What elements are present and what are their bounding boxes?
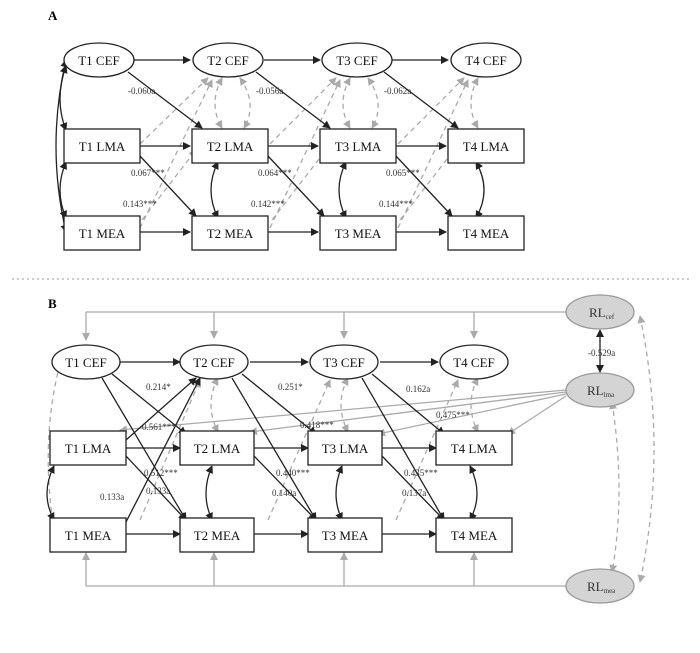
b-node-t4-lma	[435, 430, 513, 466]
panel-b-solid-paths	[46, 358, 478, 538]
a-label-t4-lma: T4 LMA	[463, 139, 510, 154]
b-coef-a: 0.214*	[146, 382, 171, 392]
panel-b-node-labels: T1 CEF T2 CEF T3 CEF T4 CEF T1 LMA T2 LM…	[65, 355, 498, 543]
a-node-t3-lma	[319, 128, 397, 164]
b-label-t3-mea: T3 MEA	[322, 528, 369, 543]
rl-correlations	[609, 315, 655, 583]
a-label-t2-mea: T2 MEA	[207, 226, 254, 241]
b-coef-c: 0.162a	[406, 384, 430, 394]
panel-a-label: A	[48, 8, 58, 23]
b-coef-l: 0.140a	[272, 488, 296, 498]
a-node-t2-mea	[191, 215, 269, 251]
panel-b: B	[46, 294, 655, 604]
a-label-t2-lma: T2 LMA	[207, 139, 254, 154]
panel-a-dashed-paths	[139, 77, 479, 229]
b-label-t2-mea: T2 MEA	[194, 528, 241, 543]
a-coef-c23: -0.056a	[256, 86, 283, 96]
b-label-rl-cef: RLcef	[589, 305, 615, 321]
b-coef-j: 0.133a	[100, 492, 124, 502]
b-coef-d: 0.561***	[142, 422, 176, 432]
a-node-t2-lma	[191, 128, 269, 164]
a-node-t4-mea	[447, 215, 525, 251]
a-label-t3-lma: T3 LMA	[335, 139, 382, 154]
a-label-t1-cef: T1 CEF	[78, 53, 120, 68]
b-node-t3-cef	[309, 344, 379, 380]
b-label-rl-mea: RLmea	[587, 579, 616, 595]
b-coef-e: 0.418***	[300, 420, 334, 430]
b-node-rl-mea	[565, 568, 635, 604]
panel-b-label: B	[48, 296, 57, 311]
b-coef-i: 0.435***	[404, 468, 438, 478]
b-label-t3-cef: T3 CEF	[323, 355, 365, 370]
a-node-t4-lma	[447, 128, 525, 164]
b-coef-rl: -0.529a	[588, 348, 615, 358]
a-node-t3-mea	[319, 215, 397, 251]
a-label-t4-cef: T4 CEF	[465, 53, 507, 68]
b-coef-m: 0.137a	[402, 488, 426, 498]
b-label-t1-mea: T1 MEA	[65, 528, 112, 543]
b-node-t1-mea	[49, 517, 127, 553]
a-label-t3-mea: T3 MEA	[335, 226, 382, 241]
panel-a-coefficients: -0.060a -0.056a -0.062a 0.067*** 0.064**…	[123, 86, 420, 209]
b-coef-f: 0.475***	[436, 410, 470, 420]
b-label-t4-mea: T4 MEA	[451, 528, 498, 543]
b-label-t1-lma: T1 LMA	[65, 441, 112, 456]
b-node-t4-cef	[439, 344, 509, 380]
b-label-t4-lma: T4 LMA	[451, 441, 498, 456]
a-coef-c12: -0.060a	[128, 86, 155, 96]
b-node-t3-lma	[307, 430, 383, 466]
b-coef-k: 0.133a	[146, 486, 170, 496]
b-node-rl-cef	[565, 294, 635, 330]
rl-mea-paths	[82, 552, 566, 587]
a-label-t4-mea: T4 MEA	[463, 226, 510, 241]
a-coef-m3: 0.144***	[379, 199, 413, 209]
a-coef-l1: 0.067***	[131, 168, 165, 178]
a-node-t3-cef	[321, 42, 393, 78]
b-node-t3-mea	[307, 517, 383, 553]
a-label-t1-lma: T1 LMA	[79, 139, 126, 154]
a-label-t1-mea: T1 MEA	[79, 226, 126, 241]
b-label-t4-cef: T4 CEF	[453, 355, 495, 370]
a-coef-m2: 0.142***	[251, 199, 285, 209]
panel-b-rl-nodes	[565, 294, 635, 604]
b-coef-b: 0.251*	[278, 382, 303, 392]
b-label-t2-lma: T2 LMA	[194, 441, 241, 456]
panel-b-rl-labels: RLcef RLlma RLmea	[587, 305, 616, 595]
b-coef-h: 0.440***	[276, 468, 310, 478]
panel-a-node-labels: T1 CEF T2 CEF T3 CEF T4 CEF T1 LMA T2 LM…	[78, 53, 510, 241]
b-label-t1-cef: T1 CEF	[65, 355, 107, 370]
b-coef-g: 0.512***	[144, 468, 178, 478]
a-coef-l2: 0.064***	[258, 168, 292, 178]
a-coef-m1: 0.143***	[123, 199, 157, 209]
a-node-t2-cef	[192, 42, 264, 78]
rl-cef-paths	[82, 311, 566, 341]
a-node-t1-lma	[63, 128, 141, 164]
a-node-t4-cef	[450, 42, 522, 78]
b-label-rl-lma: RLlma	[587, 383, 615, 399]
b-label-t2-cef: T2 CEF	[193, 355, 235, 370]
b-node-rl-lma	[565, 372, 635, 408]
b-node-t2-mea	[179, 517, 255, 553]
panel-a-nodes	[63, 42, 525, 251]
b-node-t1-lma	[49, 430, 127, 466]
a-label-t2-cef: T2 CEF	[207, 53, 249, 68]
a-node-t1-mea	[63, 215, 141, 251]
panel-b-coefficients: 0.214* 0.251* 0.162a 0.561*** 0.418*** 0…	[100, 348, 615, 502]
panel-b-nodes	[49, 344, 513, 553]
a-label-t3-cef: T3 CEF	[336, 53, 378, 68]
panel-a-solid-paths	[55, 56, 485, 236]
a-coef-l3: 0.065***	[386, 168, 420, 178]
b-node-t4-mea	[435, 517, 513, 553]
a-coef-c34: -0.062a	[384, 86, 411, 96]
b-label-t3-lma: T3 LMA	[322, 441, 369, 456]
a-node-t1-cef	[63, 42, 135, 78]
b-node-t1-cef	[51, 344, 121, 380]
b-node-t2-lma	[179, 430, 255, 466]
panel-a: A	[48, 8, 525, 251]
b-node-t2-cef	[179, 344, 249, 380]
